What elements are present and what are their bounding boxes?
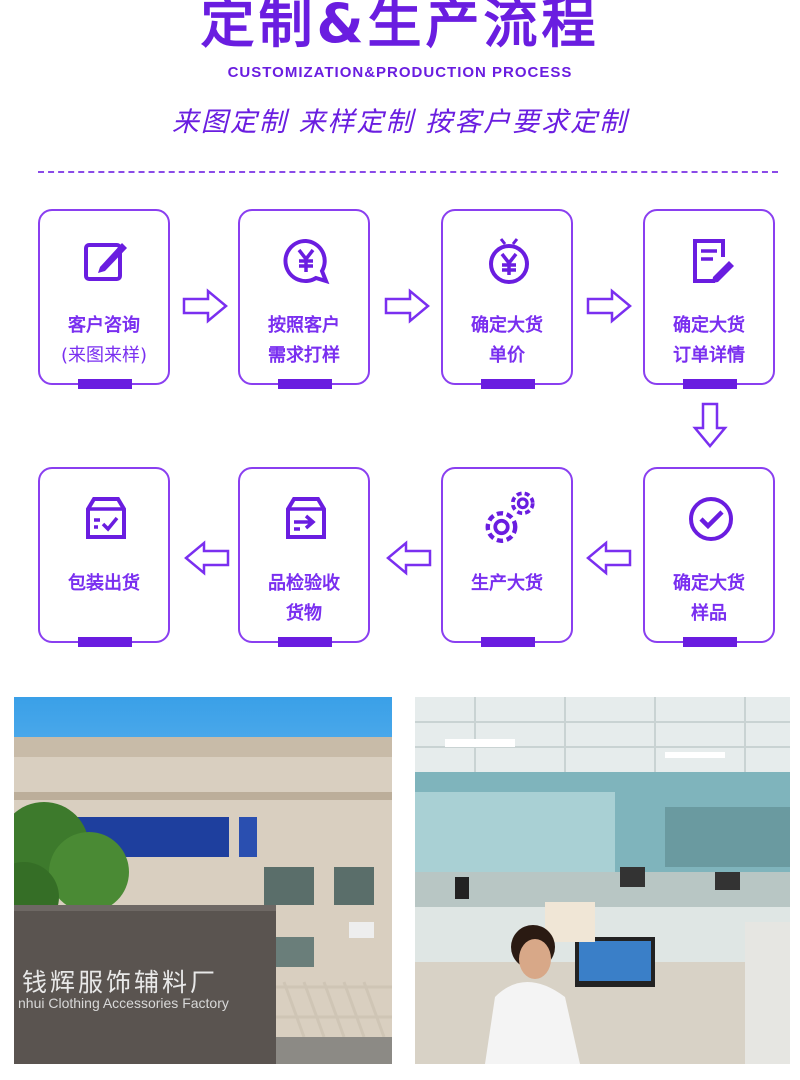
- step-label-line1: 确定大货: [471, 315, 543, 336]
- step-label-line1: 品检验收: [268, 573, 340, 594]
- office-photo: [415, 697, 790, 1064]
- factory-photo: 钱辉服饰辅料厂 nhui Clothing Accessories Factor…: [14, 697, 392, 1064]
- step-label-line1: 确定大货: [673, 573, 745, 594]
- step-label-line1: 确定大货: [673, 315, 745, 336]
- card-bar: [278, 379, 332, 389]
- gears-icon: [485, 491, 535, 543]
- card-bar: [78, 379, 132, 389]
- document-edit-icon: [693, 239, 734, 283]
- step-label-line2: 样品: [691, 603, 727, 624]
- page-title: 定制&生产流程: [200, 0, 600, 55]
- step-label-line2: 需求打样: [268, 345, 340, 366]
- inbox-check-icon: [86, 497, 126, 539]
- arrow-down-icon: [692, 402, 728, 448]
- page-subtitle: CUSTOMIZATION&PRODUCTION PROCESS: [227, 64, 573, 81]
- step-label-line1: 包装出货: [68, 573, 140, 594]
- step-label-line2: 货物: [286, 603, 322, 624]
- step-card-confirm-sample: 确定大货 样品: [643, 467, 775, 647]
- step-card-price: 确定大货 单价: [441, 209, 573, 389]
- yuan-chat-icon: [283, 238, 330, 285]
- factory-sign-chinese: 钱辉服饰辅料厂: [22, 968, 219, 997]
- arrow-left-icon: [586, 540, 632, 576]
- arrow-left-icon: [184, 540, 230, 576]
- step-label-line1: 生产大货: [471, 573, 543, 594]
- edit-icon: [84, 243, 127, 281]
- card-bar: [683, 637, 737, 647]
- card-bar: [78, 637, 132, 647]
- step-label-line1: 客户咨询: [68, 315, 140, 336]
- tagline: 来图定制 来样定制 按客户要求定制: [171, 107, 629, 138]
- card-bar: [683, 379, 737, 389]
- step-label-line2: 订单详情: [673, 345, 745, 366]
- dashed-divider: [38, 171, 778, 173]
- yuan-coin-icon: [489, 238, 529, 284]
- arrow-right-icon: [586, 288, 632, 324]
- step-label-line2: (来图来样): [60, 345, 148, 366]
- arrow-right-icon: [182, 288, 228, 324]
- arrow-left-icon: [386, 540, 432, 576]
- step-card-order: 确定大货 订单详情: [643, 209, 775, 389]
- step-card-sample: 按照客户 需求打样: [238, 209, 370, 389]
- inbox-arrow-icon: [286, 497, 326, 539]
- step-card-shipping: 包装出货: [38, 467, 170, 647]
- factory-sign-english: nhui Clothing Accessories Factory: [18, 995, 229, 1011]
- step-label-line1: 按照客户: [268, 315, 340, 336]
- step-label-line2: 单价: [489, 345, 525, 366]
- card-bar: [481, 379, 535, 389]
- step-card-inspection: 品检验收 货物: [238, 467, 370, 647]
- step-card-consult: 客户咨询 (来图来样): [38, 209, 170, 389]
- card-bar: [278, 637, 332, 647]
- card-bar: [481, 637, 535, 647]
- arrow-right-icon: [384, 288, 430, 324]
- check-circle-icon: [689, 497, 733, 541]
- step-card-production: 生产大货: [441, 467, 573, 647]
